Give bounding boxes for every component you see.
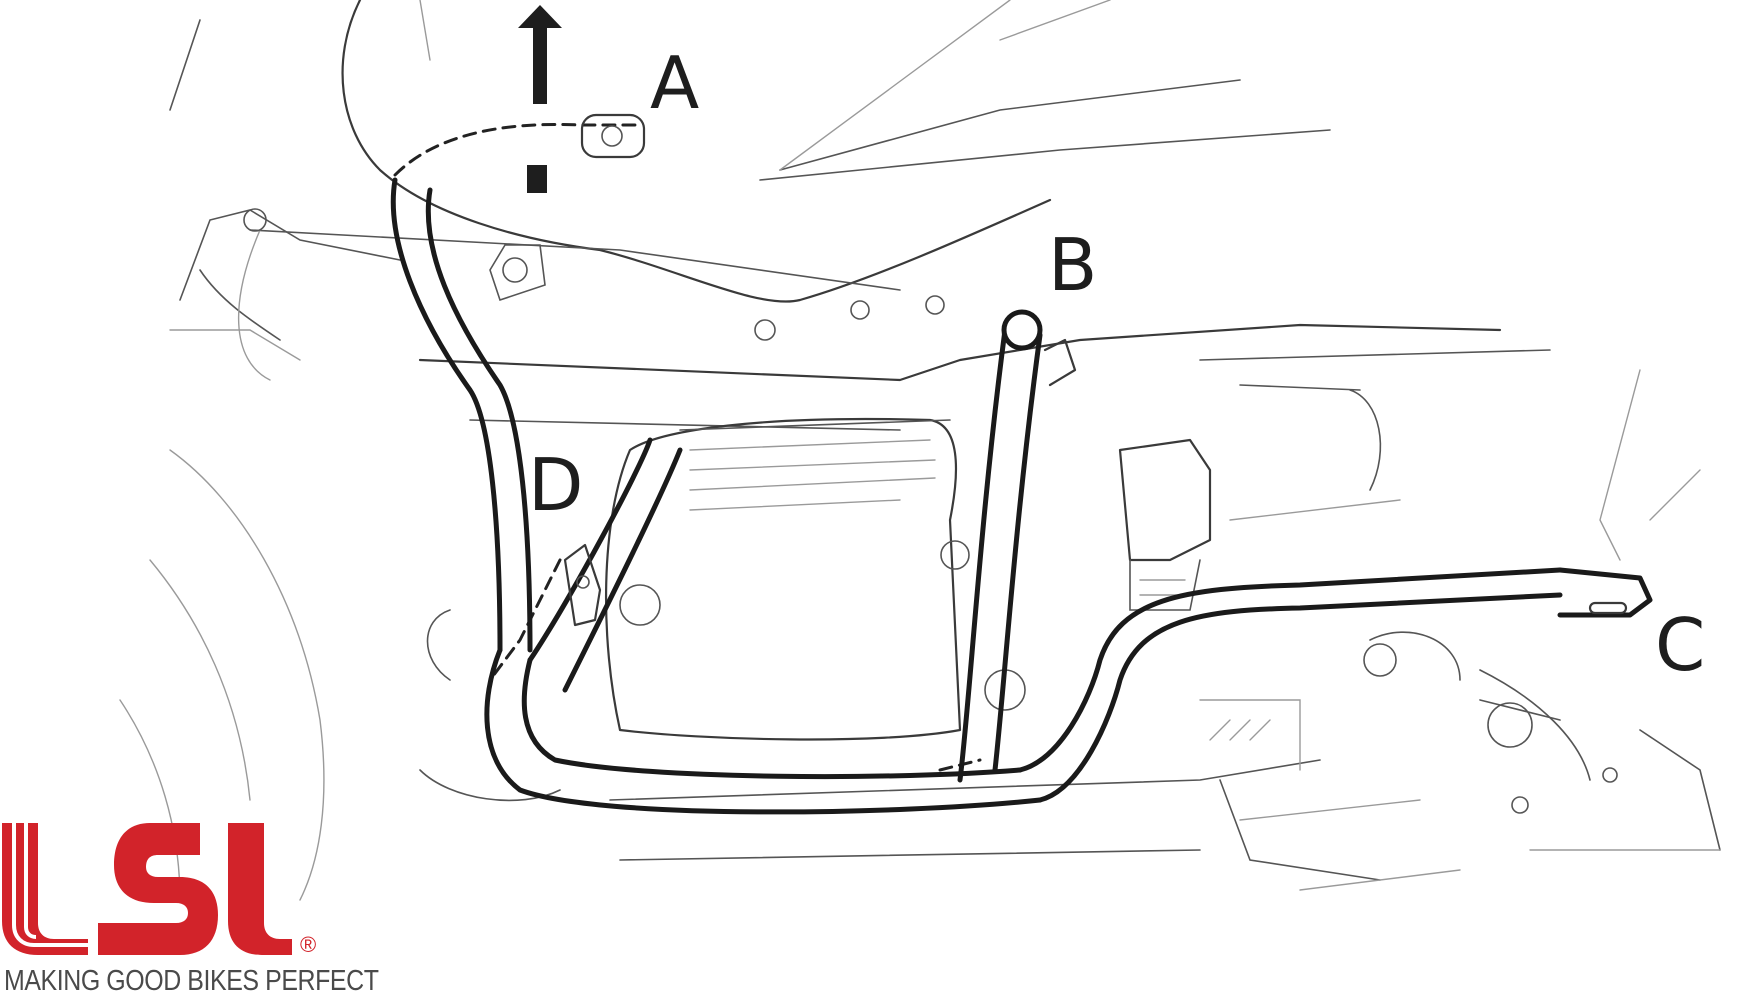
mounting-clamp-a <box>580 113 646 159</box>
up-arrow-icon <box>518 5 562 193</box>
callout-c: C <box>1655 603 1705 687</box>
callout-a: A <box>650 41 699 125</box>
motorcycle-outline <box>119 0 1721 901</box>
callout-d: D <box>528 443 583 527</box>
lsl-logo-stripes <box>12 823 88 947</box>
crash-bar <box>390 177 1653 815</box>
lsl-logo: ® <box>2 823 316 957</box>
crash-bar-dashed-position <box>393 122 982 772</box>
callout-b: B <box>1048 223 1097 307</box>
lsl-logo-mark <box>2 823 292 955</box>
brand-tagline: MAKING GOOD BIKES PERFECT <box>4 965 379 997</box>
registered-mark: ® <box>300 932 316 957</box>
